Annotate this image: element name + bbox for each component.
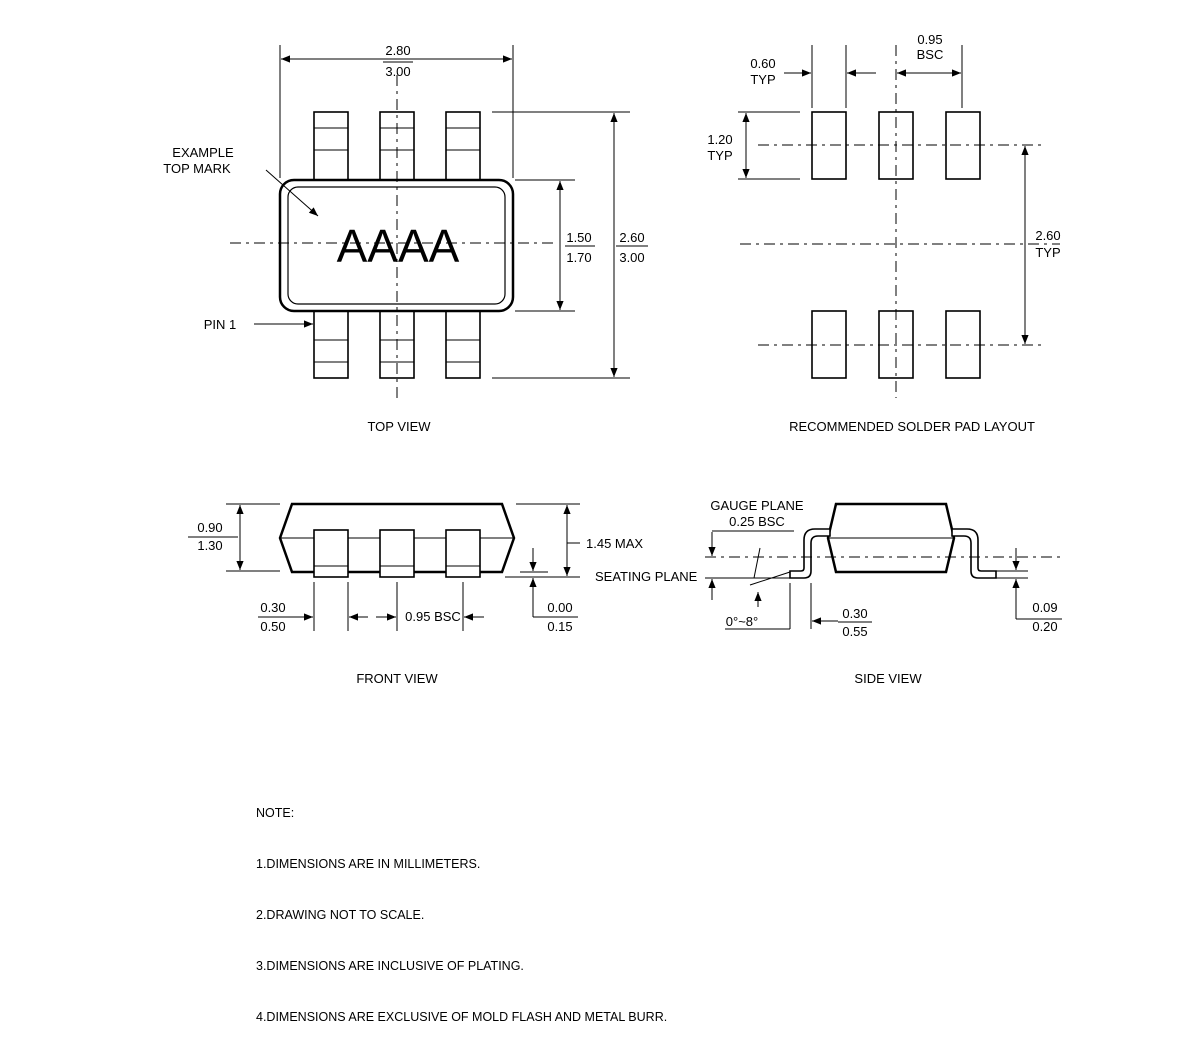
notes-block: NOTE: 1.DIMENSIONS ARE IN MILLIMETERS. 2… (256, 771, 667, 1043)
standoff-min: 0.00 (547, 600, 572, 615)
body-height-min: 1.50 (566, 230, 591, 245)
lead-width-max: 0.50 (260, 619, 285, 634)
body-thickness-max: 1.30 (197, 538, 222, 553)
note-item: 2.DRAWING NOT TO SCALE. (256, 908, 425, 922)
gauge-plane-value: 0.25 BSC (729, 514, 785, 529)
angle-label: 0°~8° (726, 614, 758, 629)
pad-layout-caption: RECOMMENDED SOLDER PAD LAYOUT (789, 419, 1035, 434)
pad-width-value: 0.60 (750, 56, 775, 71)
body-height-max: 1.70 (566, 250, 591, 265)
top-view: AAAA 2.80 3.00 1.50 1.70 2.60 3.00 EXAMP… (163, 43, 648, 434)
gauge-plane-label: GAUGE PLANE (710, 498, 804, 513)
note-item: 3.DIMENSIONS ARE INCLUSIVE OF PLATING. (256, 959, 524, 973)
solder-pad-layout: 0.60 TYP 0.95 BSC 1.20 TYP 2.60 TYP RECO… (707, 32, 1060, 434)
overall-height-min: 2.60 (619, 230, 644, 245)
pad-pitch-bsc: BSC (917, 47, 944, 62)
standoff-max: 0.15 (547, 619, 572, 634)
seating-plane-label: SEATING PLANE (595, 569, 698, 584)
lead-thickness-min: 0.09 (1032, 600, 1057, 615)
note-item: 1.DIMENSIONS ARE IN MILLIMETERS. (256, 857, 481, 871)
top-mark-text: AAAA (337, 220, 460, 272)
pad-width-typ: TYP (750, 72, 775, 87)
lead-thickness-max: 0.20 (1032, 619, 1057, 634)
top-view-caption: TOP VIEW (367, 419, 431, 434)
overall-height-max: 3.00 (619, 250, 644, 265)
front-view: 0.90 1.30 1.45 MAX SEATING PLANE 0.00 0.… (188, 502, 698, 686)
lead-width-min: 0.30 (260, 600, 285, 615)
package-outline-drawing: AAAA 2.80 3.00 1.50 1.70 2.60 3.00 EXAMP… (163, 32, 1062, 686)
example-label: EXAMPLE (172, 145, 234, 160)
foot-length-max: 0.55 (842, 624, 867, 639)
side-view: GAUGE PLANE 0.25 BSC 0°~8° 0.30 0.55 0.0… (705, 498, 1062, 686)
pad-pitch-value: 0.95 (917, 32, 942, 47)
top-mark-label: TOP MARK (163, 161, 231, 176)
front-pitch-label: 0.95 BSC (405, 609, 461, 624)
max-height-label: 1.45 MAX (586, 536, 643, 551)
side-view-caption: SIDE VIEW (854, 671, 922, 686)
row-spacing-value: 2.60 (1035, 228, 1060, 243)
top-width-max: 3.00 (385, 64, 410, 79)
note-item: 4.DIMENSIONS ARE EXCLUSIVE OF MOLD FLASH… (256, 1010, 668, 1024)
row-spacing-typ: TYP (1035, 245, 1060, 260)
notes-title: NOTE: (256, 806, 295, 820)
pin1-label: PIN 1 (204, 317, 237, 332)
pad-length-typ: TYP (707, 148, 732, 163)
foot-length-min: 0.30 (842, 606, 867, 621)
pad-length-value: 1.20 (707, 132, 732, 147)
body-thickness-min: 0.90 (197, 520, 222, 535)
top-width-min: 2.80 (385, 43, 410, 58)
front-view-caption: FRONT VIEW (356, 671, 438, 686)
